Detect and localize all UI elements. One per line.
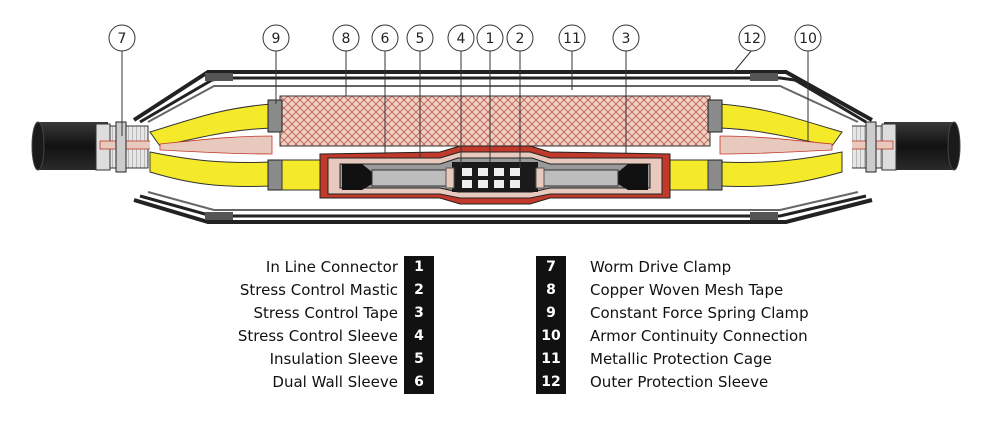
left-cores <box>149 103 273 187</box>
callout-circle <box>476 24 504 52</box>
spring-clamp-right-top <box>707 99 723 133</box>
callout-6: 6 <box>371 24 399 52</box>
callout-number: 7 <box>118 31 127 47</box>
legend-row-2: Stress Control Mastic 2 <box>0 279 460 302</box>
callout-circle <box>738 24 766 52</box>
callout-3: 3 <box>612 24 640 52</box>
legend-row-6: Dual Wall Sleeve 6 <box>0 371 460 394</box>
legend-label: Worm Drive Clamp <box>590 258 732 276</box>
callout-number: 6 <box>381 31 390 47</box>
legend-number: 1 <box>404 256 434 279</box>
callout-12: 12 <box>738 24 766 52</box>
legend-number: 6 <box>404 371 434 394</box>
callout-number: 8 <box>342 31 351 47</box>
callout-number: 2 <box>516 31 525 47</box>
legend-row-9: Constant Force Spring Clamp 9 <box>536 302 992 325</box>
callout-circle <box>406 24 434 52</box>
legend-row-11: Metallic Protection Cage 11 <box>536 348 992 371</box>
callout-8: 8 <box>332 24 360 52</box>
legend-row-3: Stress Control Tape 3 <box>0 302 460 325</box>
callout-number: 4 <box>457 31 466 47</box>
legend-label: Metallic Protection Cage <box>590 350 772 368</box>
callout-number: 12 <box>743 31 761 47</box>
callout-7: 7 <box>108 24 136 52</box>
copper-woven-mesh-tape <box>279 95 711 147</box>
callout-circle <box>558 24 586 52</box>
legend-row-4: Stress Control Sleeve 4 <box>0 325 460 348</box>
legend-number: 9 <box>536 302 566 325</box>
callout-circle <box>371 24 399 52</box>
legend-label: Stress Control Sleeve <box>237 327 398 345</box>
leader-lines <box>121 49 809 168</box>
legend-number: 8 <box>536 279 566 302</box>
callout-5: 5 <box>406 24 434 52</box>
legend-row-5: Insulation Sleeve 5 <box>0 348 460 371</box>
legend-number: 7 <box>536 256 566 279</box>
legend-number: 12 <box>536 371 566 394</box>
callout-circle <box>262 24 290 52</box>
legend-row-7: Worm Drive Clamp 7 <box>536 256 992 279</box>
callout-circle <box>794 24 822 52</box>
legend-row-8: Copper Woven Mesh Tape 8 <box>536 279 992 302</box>
callout-number: 10 <box>799 31 817 47</box>
metallic-protection-cage <box>132 70 873 224</box>
legend-number: 4 <box>404 325 434 348</box>
legend-row-10: Armor Continuity Connection 10 <box>536 325 992 348</box>
callout-number: 9 <box>272 31 281 47</box>
spring-clamp-right-bottom <box>707 159 723 191</box>
callout-circle <box>332 24 360 52</box>
stress-cone-left <box>342 164 372 190</box>
left-cable <box>31 121 156 171</box>
legend-number: 10 <box>536 325 566 348</box>
callout-circle <box>506 24 534 52</box>
spring-clamp-left-top <box>267 99 283 133</box>
stress-control-mastic-left <box>445 167 455 189</box>
callout-circle <box>612 24 640 52</box>
legend-label: Stress Control Mastic <box>239 281 398 299</box>
callout-11: 11 <box>558 24 586 52</box>
callout-circle <box>447 24 475 52</box>
sleeve-tab-left-bottom <box>205 212 233 220</box>
callout-circle <box>108 24 136 52</box>
sleeve-tab-left-top <box>205 73 233 81</box>
stress-control-mastic-right <box>535 167 545 189</box>
worm-drive-clamp-right <box>865 121 877 173</box>
callout-10: 10 <box>794 24 822 52</box>
callout-9: 9 <box>262 24 290 52</box>
callout-2: 2 <box>506 24 534 52</box>
legend-row-12: Outer Protection Sleeve 12 <box>536 371 992 394</box>
callout-1: 1 <box>476 24 504 52</box>
legend-label: In Line Connector <box>265 258 398 276</box>
callout-number: 5 <box>416 31 425 47</box>
legend-number: 5 <box>404 348 434 371</box>
callout-number: 3 <box>622 31 631 47</box>
legend-label: Constant Force Spring Clamp <box>590 304 809 322</box>
callout-number: 11 <box>563 31 581 47</box>
legend-label: Copper Woven Mesh Tape <box>590 281 784 299</box>
worm-drive-clamp-left <box>115 121 127 173</box>
legend-label: Stress Control Tape <box>253 304 398 322</box>
legend-number: 11 <box>536 348 566 371</box>
legend-number: 3 <box>404 302 434 325</box>
in-line-connector <box>452 162 538 192</box>
legend-label: Insulation Sleeve <box>269 350 398 368</box>
legend-label: Armor Continuity Connection <box>590 327 808 345</box>
callout-number: 1 <box>486 31 495 47</box>
sleeve-tab-right-bottom <box>750 212 778 220</box>
callout-4: 4 <box>447 24 475 52</box>
legend-row-1: In Line Connector 1 <box>0 256 460 279</box>
spring-clamp-left-bottom <box>267 159 283 191</box>
legend-label: Dual Wall Sleeve <box>272 373 398 391</box>
legend-label: Outer Protection Sleeve <box>590 373 769 391</box>
stress-cone-right <box>618 164 648 190</box>
sleeve-tab-right-top <box>750 73 778 81</box>
legend-number: 2 <box>404 279 434 302</box>
right-cable <box>837 121 961 171</box>
